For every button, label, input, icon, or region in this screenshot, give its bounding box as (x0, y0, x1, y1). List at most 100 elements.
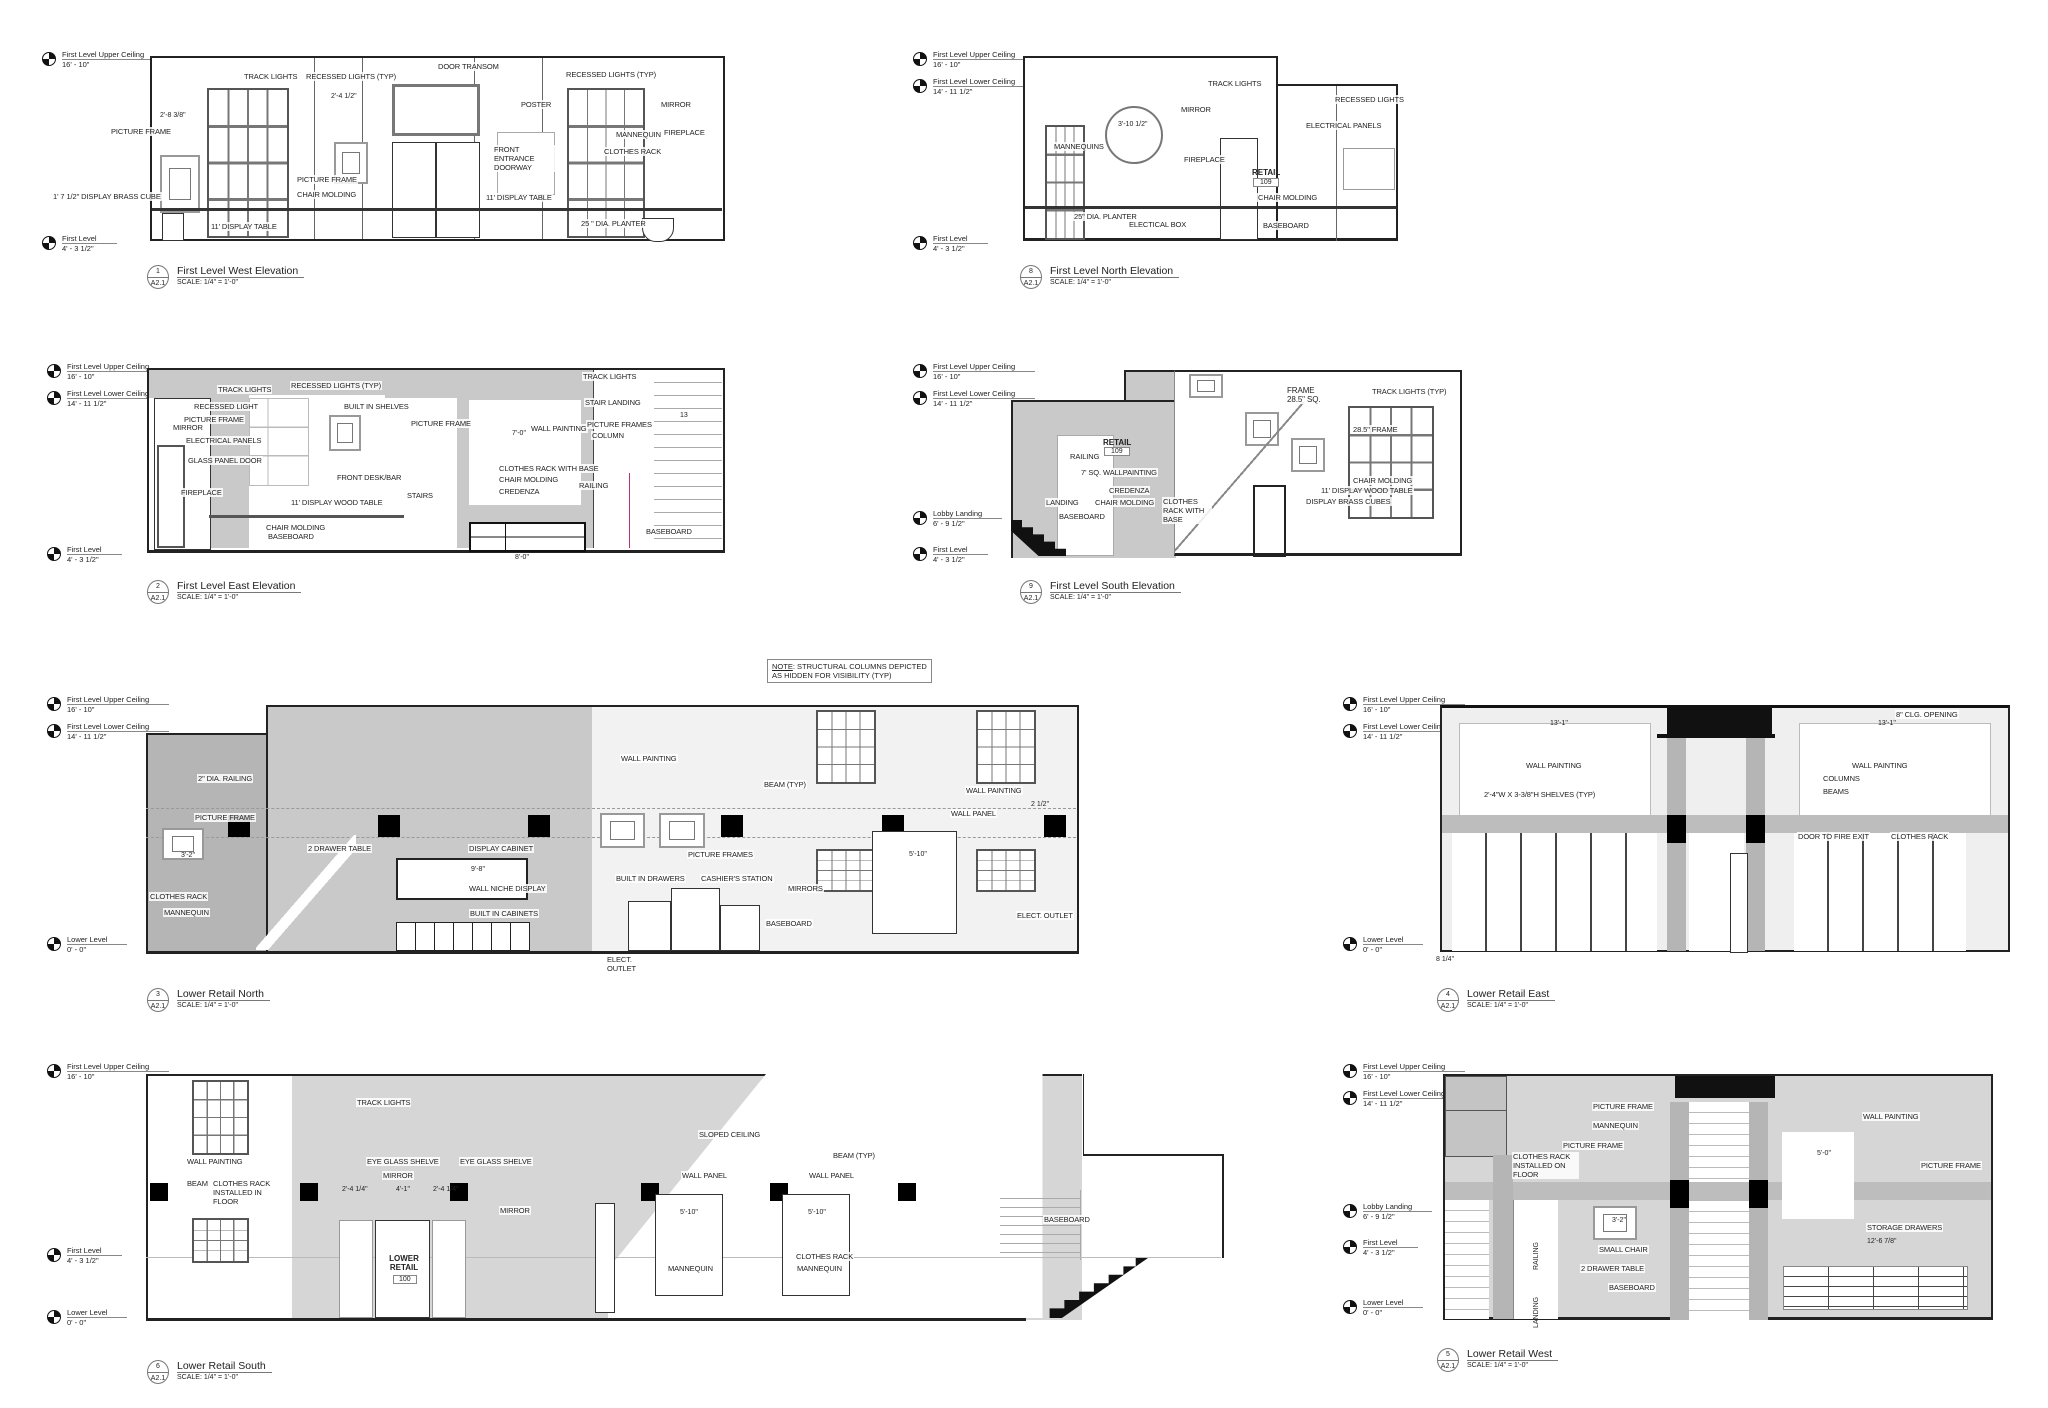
annotation-label: 28.5" FRAME (1352, 425, 1399, 434)
annotation-label: EYE GLASS SHELVE (366, 1157, 440, 1166)
drawing-4-lower-retail-east (1440, 705, 2010, 953)
picture-frame (160, 155, 200, 213)
window (192, 1080, 249, 1155)
annotation-label: 2" DIA. RAILING (197, 774, 254, 783)
window (976, 849, 1036, 892)
annotation-label: 2 DRAWER TABLE (307, 844, 373, 853)
dimension: 5'-10" (680, 1209, 698, 1216)
door (1220, 138, 1258, 240)
annotation-label: DOOR TO FIRE EXIT (1797, 832, 1870, 841)
annotation-label: PICTURE FRAME (1920, 1161, 1982, 1170)
annotation-label: WALL PAINTING (965, 786, 1023, 795)
annotation-label: MIRRORS (787, 884, 824, 893)
annotation-label: 25 " DIA. PLANTER (580, 219, 647, 228)
stair-railing (1445, 1200, 1489, 1319)
annotation-label: WALL PAINTING (620, 754, 678, 763)
wall-panel (655, 1194, 723, 1296)
annotation-label: WALL PANEL (681, 1171, 728, 1180)
chair-molding-line (152, 208, 722, 211)
picture-frame (329, 415, 361, 451)
display-cabinet (396, 858, 528, 900)
annotation-label: CASHIER'S STATION (700, 874, 774, 883)
annotation-label: RECESSED LIGHTS (1334, 95, 1405, 104)
annotation-label: WALL PANEL (808, 1171, 855, 1180)
wall-painting (1799, 723, 1991, 818)
annotation-label: 11' DISPLAY TABLE (210, 222, 278, 231)
annotation-label: TRACK LIGHTS (582, 372, 638, 381)
column (1746, 738, 1765, 951)
display-wood-table (209, 515, 404, 518)
stair-railing (1000, 1190, 1081, 1260)
door-to-fire-exit (1730, 853, 1748, 953)
beam-band (1445, 1182, 1991, 1200)
room-number-tag: 100 (393, 1275, 417, 1284)
annotation-label: MIRROR (172, 423, 204, 432)
annotation-label: CHAIR MOLDING (1094, 498, 1156, 507)
annotation-label: WALL PAINTING (1851, 761, 1909, 770)
annotation-label: BASEBOARD (1262, 221, 1310, 230)
annotation-label: CREDENZA (1108, 486, 1151, 495)
annotation-label: LANDING (1045, 498, 1080, 507)
annotation-label: WALL PAINTING (1862, 1112, 1920, 1121)
annotation-label: TRACK LIGHTS (356, 1098, 412, 1107)
annotation-label: 7' SQ. WALLPAINTING (1080, 468, 1158, 477)
room-name: RETAIL (1103, 438, 1132, 447)
dimension: 3'-10 1/2" (1118, 121, 1148, 128)
drawing-5-lower-retail-west (1443, 1074, 1993, 1320)
annotation-label: RAILING (1069, 452, 1101, 461)
annotation-label: BEAM (TYP) (763, 780, 807, 789)
annotation-label: ELECTRICAL PANELS (185, 436, 263, 445)
wall-painting (1782, 1132, 1854, 1219)
annotation-label: CHAIR MOLDING (265, 523, 327, 532)
annotation-label: PICTURE FRAMES (687, 850, 754, 859)
annotation-label: 2'-4"W X 3-3/8"H SHELVES (TYP) (1483, 790, 1597, 799)
stair-section (1689, 1102, 1749, 1320)
display-brass-cube (162, 213, 184, 241)
annotation-label: COLUMNS (1822, 774, 1861, 783)
chair-molding-line (1025, 206, 1276, 209)
dimension: 2'-4 1/2" (331, 93, 357, 100)
annotation-label: BEAMS (1822, 787, 1850, 796)
chair-molding-line (1278, 206, 1396, 209)
annotation-label: WALL PANEL (950, 809, 997, 818)
annotation-label: WALL NICHE DISPLAY (468, 884, 547, 893)
annotation-label: MIRROR (1180, 105, 1212, 114)
dimension: 2 1/2" (1031, 801, 1050, 808)
beam-band (1442, 815, 2008, 833)
column (1667, 738, 1686, 951)
annotation-label: 11' DISPLAY WOOD TABLE (1320, 486, 1414, 495)
annotation-label: PICTURE FRAME (1562, 1141, 1624, 1150)
annotation-label: PICTURE FRAME (183, 415, 245, 424)
annotation-label: BASEBOARD (267, 532, 315, 541)
annotation-label: MANNEQUINS (1053, 142, 1105, 151)
dimension: 8 1/4" (1436, 956, 1455, 963)
annotation-label: CHAIR MOLDING (498, 475, 560, 484)
dimension: 12'-6 7/8" (1867, 1238, 1897, 1245)
annotation-label: FRONT DESK/BAR (336, 473, 403, 482)
annotation-label: BUILT IN CABINETS (469, 909, 540, 918)
annotation-label: RAILING (1533, 1241, 1540, 1270)
annotation-label: SLOPED CEILING (698, 1130, 762, 1139)
annotation-label: MIRROR (660, 100, 692, 109)
annotation-label: STORAGE DRAWERS (1866, 1223, 1944, 1232)
annotation-label: CHAIR MOLDING (296, 190, 358, 199)
annotation-label: CLOTHES RACK (1890, 832, 1950, 841)
dimension: 5'-0" (1817, 1150, 1831, 1157)
annotation-label: PICTURE FRAME (296, 175, 358, 184)
annotation-label: CLOTHES RACK (149, 892, 209, 901)
annotation-label: CLOTHES RACK WITH BASE (498, 464, 600, 473)
annotation-label: MANNEQUIN (667, 1264, 714, 1273)
annotation-label: TRACK LIGHTS (243, 72, 299, 81)
entrance-door-left (392, 142, 436, 238)
annotation-label: ELECT. OUTLET (606, 955, 636, 973)
annotation-label: TRACK LIGHTS (217, 385, 273, 394)
dimension: 3'-2" (181, 852, 195, 859)
annotation-label: PICTURE FRAME (1592, 1102, 1654, 1111)
annotation-label: DOOR TRANSOM (437, 62, 500, 71)
drawing-8-lower-section (1276, 84, 1398, 241)
annotation-label: 8" CLG. OPENING (1895, 710, 1959, 719)
door-transom (392, 84, 480, 136)
drawing-9-upper-gray (1124, 370, 1176, 404)
storage-drawers (1783, 1266, 1968, 1310)
built-in-cabinets (396, 922, 530, 951)
